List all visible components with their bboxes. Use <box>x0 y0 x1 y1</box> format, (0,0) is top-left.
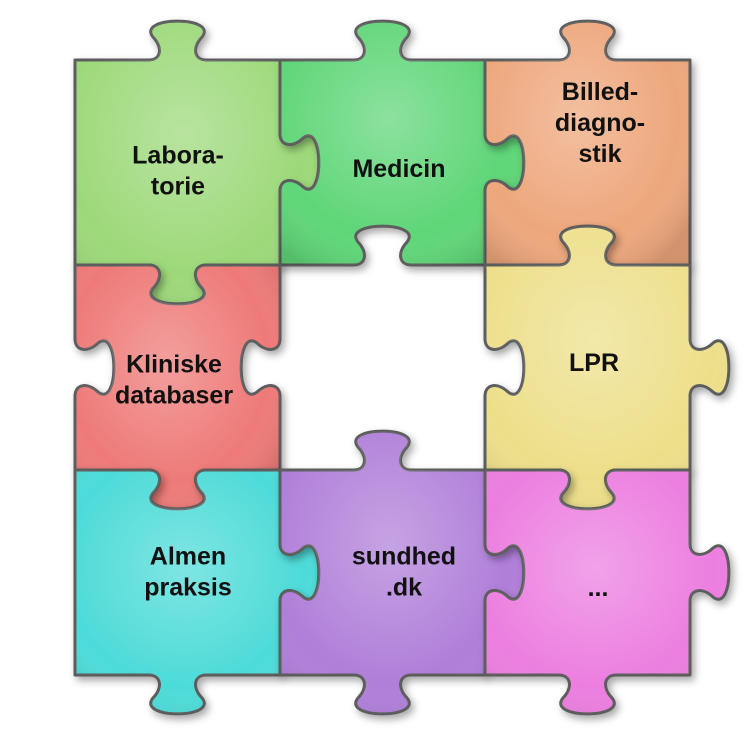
puzzle-piece-sundhed-dk: sundhed .dk <box>278 429 526 716</box>
piece-gloss-sundhed-dk <box>280 431 524 714</box>
piece-label-more-line-0: ... <box>588 574 609 602</box>
piece-gloss-lpr <box>485 226 729 509</box>
piece-label-medicin-line-0: Medicin <box>352 155 445 183</box>
piece-gloss-medicin <box>280 21 524 266</box>
puzzle-piece-more: ... <box>483 468 731 716</box>
puzzle-piece-lpr: LPR <box>483 224 731 511</box>
piece-label-almen-praksis-line-0: Almen <box>150 543 226 571</box>
piece-label-laboratorie-line-0: Labora- <box>132 142 224 170</box>
piece-label-sundhed-dk-line-0: sundhed <box>352 543 456 571</box>
piece-gloss-laboratorie <box>75 21 319 304</box>
piece-label-almen-praksis-line-1: praksis <box>144 574 232 602</box>
puzzle-piece-almen-praksis: Almen praksis <box>73 468 321 716</box>
piece-label-lpr-line-0: LPR <box>569 349 619 377</box>
piece-gloss-more <box>485 470 729 714</box>
piece-label-sundhed-dk-line-1: .dk <box>386 574 422 602</box>
piece-gloss-billeddiagnostik <box>485 21 690 266</box>
piece-label-kliniske-databaser-line-0: Kliniske <box>126 351 222 379</box>
piece-gloss-kliniske-databaser <box>75 265 280 509</box>
puzzle-piece-kliniske-databaser: Kliniske databaser <box>73 263 282 511</box>
piece-label-laboratorie-line-1: torie <box>151 173 205 201</box>
piece-gloss-almen-praksis <box>75 470 319 714</box>
puzzle-piece-billeddiagnostik: Billed-diagno-stik <box>483 19 692 267</box>
piece-label-billeddiagnostik-line-1: diagno- <box>555 109 645 137</box>
puzzle-piece-laboratorie: Labora-torie <box>73 19 321 306</box>
piece-label-billeddiagnostik-line-0: Billed- <box>562 78 638 106</box>
piece-label-kliniske-databaser-line-1: databaser <box>115 382 233 410</box>
piece-label-billeddiagnostik-line-2: stik <box>578 140 621 168</box>
